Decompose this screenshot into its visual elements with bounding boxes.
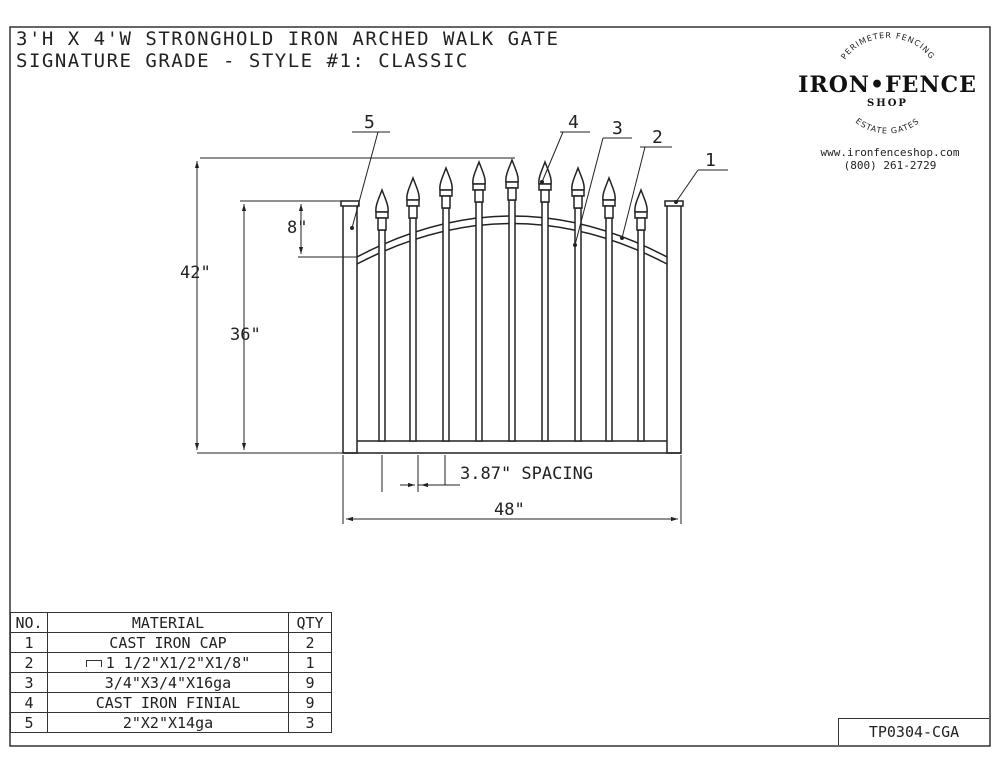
picket xyxy=(538,159,552,442)
dim-width: 48" xyxy=(494,500,525,520)
bom-cell-material: 2"X2"X14ga xyxy=(47,712,289,733)
bom-material-text: 1 1/2"X1/2"X1/8" xyxy=(105,653,251,672)
callout-5: 5 xyxy=(364,112,375,133)
callout-1: 1 xyxy=(705,150,716,171)
bom-cell-material: 1 1/2"X1/2"X1/8" xyxy=(47,652,289,673)
bom-cell-no: 3 xyxy=(10,672,48,693)
bom-cell-no: 4 xyxy=(10,692,48,713)
leader-dots xyxy=(350,180,678,247)
logo-wordmark: IRON•FENCE xyxy=(798,72,977,98)
bom-header-qty: QTY xyxy=(288,612,332,633)
company-logo: PERIMETER FENCING ESTATE GATES IRON•FENC… xyxy=(790,30,985,145)
bom-row: 3 3/4"X3/4"X16ga 9 xyxy=(10,672,332,693)
dim-overall-height: 42" xyxy=(180,263,211,283)
bom-header-row: NO. MATERIAL QTY xyxy=(10,612,332,633)
bom-row: 2 1 1/2"X1/2"X1/8" 1 xyxy=(10,652,332,673)
picket xyxy=(472,159,486,442)
dim-frame-height: 36" xyxy=(230,325,261,345)
bom-row: 5 2"X2"X14ga 3 xyxy=(10,712,332,733)
finial-icon xyxy=(439,165,453,191)
finial-icon xyxy=(505,157,519,183)
picket xyxy=(406,175,420,442)
logo-subtitle: SHOP xyxy=(867,98,908,109)
gate-post-left xyxy=(340,200,360,454)
finial-icon xyxy=(571,165,585,191)
picket xyxy=(571,165,585,442)
bom-cell-material: 3/4"X3/4"X16ga xyxy=(47,672,289,693)
bom-cell-qty: 2 xyxy=(288,632,332,653)
picket xyxy=(634,187,648,442)
dim-picket-spacing: 3.87" SPACING xyxy=(460,464,594,484)
picket-group xyxy=(375,157,648,442)
bom-header-no: NO. xyxy=(10,612,48,633)
finial-icon xyxy=(472,159,486,185)
bom-cell-no: 5 xyxy=(10,712,48,733)
title-line-2: SIGNATURE GRADE - STYLE #1: CLASSIC xyxy=(16,50,469,72)
picket xyxy=(439,165,453,442)
bom-cell-material: CAST IRON FINIAL xyxy=(47,692,289,713)
bom-cell-qty: 3 xyxy=(288,712,332,733)
callout-2: 2 xyxy=(652,127,663,148)
dim-arch-rise: 8" xyxy=(287,218,308,238)
bom-header-material: MATERIAL xyxy=(47,612,289,633)
dimension-lines xyxy=(194,157,682,524)
channel-section-icon xyxy=(85,659,102,667)
title-line-1: 3'H X 4'W STRONGHOLD IRON ARCHED WALK GA… xyxy=(16,28,560,50)
bom-cell-no: 2 xyxy=(10,652,48,673)
bom-cell-qty: 9 xyxy=(288,672,332,693)
bom-cell-material: CAST IRON CAP xyxy=(47,632,289,653)
picket xyxy=(602,175,616,442)
contact-phone: (800) 261-2729 xyxy=(843,159,937,172)
bom-row: 4 CAST IRON FINIAL 9 xyxy=(10,692,332,713)
bill-of-materials-table: NO. MATERIAL QTY 1 CAST IRON CAP 2 2 1 1… xyxy=(10,612,332,733)
picket xyxy=(375,187,389,442)
bottom-rail xyxy=(343,440,681,454)
drawing-number: TP0304-CGA xyxy=(838,718,989,745)
finial-icon xyxy=(634,187,648,213)
bom-cell-qty: 1 xyxy=(288,652,332,673)
finial-icon xyxy=(602,175,616,201)
gate-post-right xyxy=(664,200,684,454)
callout-3: 3 xyxy=(612,118,623,139)
picket xyxy=(505,157,519,442)
callout-leaders xyxy=(351,131,728,246)
bom-row: 1 CAST IRON CAP 2 xyxy=(10,632,332,653)
contact-website: www.ironfenceshop.com xyxy=(820,146,960,159)
bom-cell-no: 1 xyxy=(10,632,48,653)
finial-icon xyxy=(375,187,389,213)
bom-cell-qty: 9 xyxy=(288,692,332,713)
logo-arcs: PERIMETER FENCING ESTATE GATES xyxy=(839,31,935,136)
finial-icon xyxy=(406,175,420,201)
callout-4: 4 xyxy=(568,112,579,133)
